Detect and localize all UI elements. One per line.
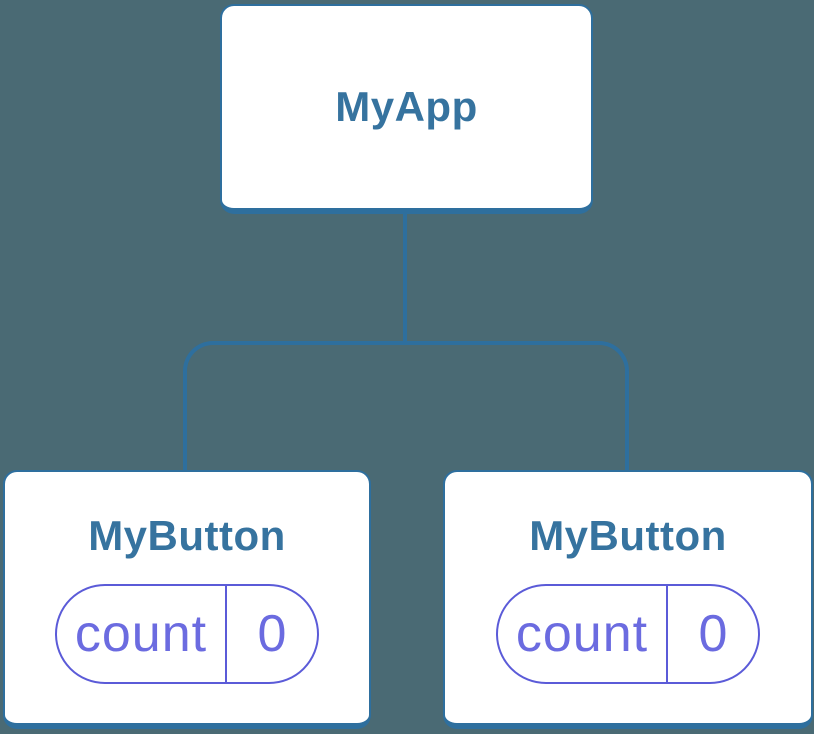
state-key-label-right: count [515, 605, 649, 663]
component-node-root: MyApp [220, 4, 593, 214]
state-key-label-left: count [74, 605, 208, 663]
component-node-child-right: MyButton count 0 [443, 470, 813, 729]
component-name-root: MyApp [335, 83, 478, 130]
state-pill-left: count 0 [55, 584, 319, 684]
connector-stem [403, 212, 407, 345]
connector-bracket [183, 341, 629, 470]
state-value-left: 0 [225, 586, 317, 682]
component-node-child-left: MyButton count 0 [3, 470, 371, 729]
state-value-right: 0 [666, 586, 758, 682]
component-name-child-left: MyButton [88, 512, 286, 559]
state-pill-right: count 0 [496, 584, 760, 684]
component-name-child-right: MyButton [529, 512, 727, 559]
